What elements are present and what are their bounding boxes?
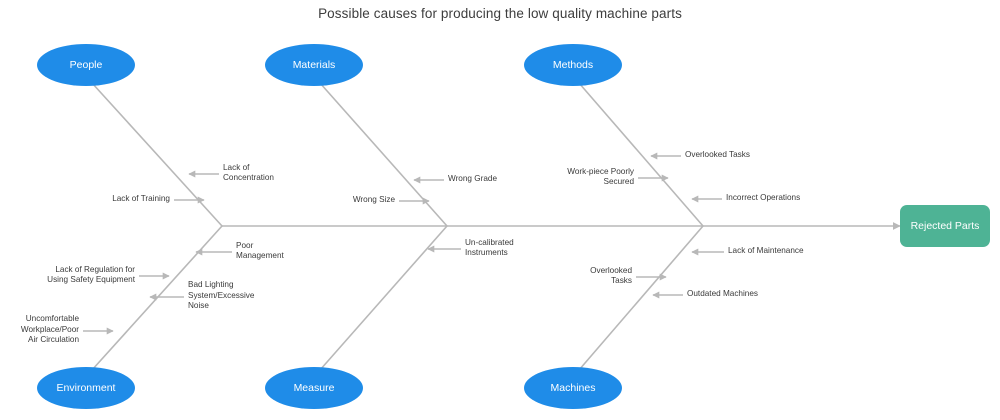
category-node-measure[interactable] <box>265 367 363 409</box>
cause-label-line: Air Circulation <box>28 335 79 345</box>
cause-label-line: Lack of Regulation for <box>55 264 135 274</box>
cause-label-line: Poor <box>236 240 254 250</box>
cause-label-line: Workplace/Poor <box>20 324 79 334</box>
cause-label-line: Lack of <box>223 162 250 172</box>
cause-label-line: Un-calibrated <box>465 237 514 247</box>
cause-label-line: Noise <box>188 301 209 311</box>
bone-line-methods <box>578 82 704 227</box>
cause-label-line: Outdated Machines <box>687 288 759 298</box>
bone-line-measure <box>319 225 448 371</box>
category-node-methods[interactable] <box>524 44 622 86</box>
cause-label-wrong-size[interactable]: Wrong Size <box>0 195 395 206</box>
category-node-materials[interactable] <box>265 44 363 86</box>
cause-label-line: Overlooked Tasks <box>685 149 750 159</box>
cause-label-line: Concentration <box>223 173 274 182</box>
cause-label-line: Instruments <box>465 248 508 257</box>
cause-label-line: Incorrect Operations <box>726 192 801 202</box>
cause-label-incorrect-operations[interactable]: Incorrect Operations <box>726 193 800 204</box>
cause-label-line: Tasks <box>611 276 632 285</box>
cause-label-line: Lack of Maintenance <box>728 245 804 255</box>
cause-label-line: Lack of Training <box>112 193 170 203</box>
cause-label-line: Bad Lighting <box>188 280 234 290</box>
cause-label-line: Uncomfortable <box>25 314 79 324</box>
cause-label-line: Management <box>236 251 284 260</box>
cause-label-line: Overlooked <box>590 265 632 275</box>
cause-label-line: System/Excessive <box>188 290 255 300</box>
diagram-lines <box>83 82 901 371</box>
effect-label: Rejected Parts <box>910 220 980 232</box>
cause-label-line: Wrong Grade <box>448 173 497 183</box>
diagram-nodes <box>37 44 990 409</box>
cause-label-overlooked-tasks[interactable]: Overlooked Tasks <box>685 150 750 161</box>
category-node-environment[interactable] <box>37 367 135 409</box>
cause-label-lack-of-training[interactable]: Lack of Training <box>0 194 170 205</box>
category-node-machines[interactable] <box>524 367 622 409</box>
page-title: Possible causes for producing the low qu… <box>318 6 682 21</box>
cause-label-line: Wrong Size <box>352 194 395 204</box>
cause-label-outdated-machines[interactable]: Outdated Machines <box>687 289 758 300</box>
cause-label-lack-of-maintenance[interactable]: Lack of Maintenance <box>728 246 804 257</box>
bone-line-machines <box>578 225 704 371</box>
category-node-people[interactable] <box>37 44 135 86</box>
effect-node[interactable] <box>900 205 990 247</box>
cause-label-line: Using Safety Equipment <box>47 275 135 284</box>
cause-label-wrong-grade[interactable]: Wrong Grade <box>448 174 497 185</box>
cause-label-line: Secured <box>603 177 635 186</box>
cause-label-line: Work-piece Poorly <box>567 166 634 176</box>
